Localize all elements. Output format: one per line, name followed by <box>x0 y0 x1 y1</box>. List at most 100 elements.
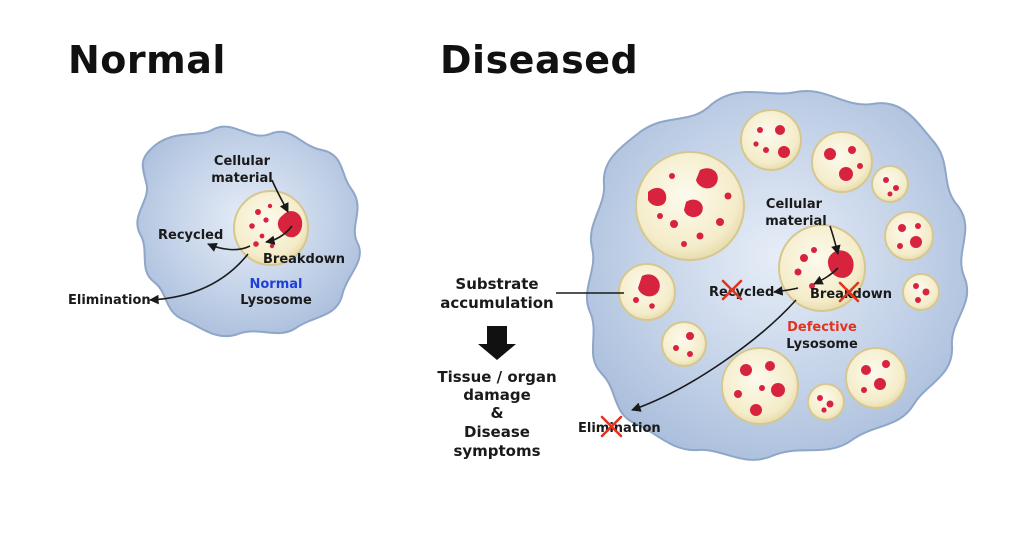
diseased-substrate-dot <box>649 303 655 309</box>
diseased-substrate-dot <box>910 236 922 248</box>
diseased-substrate-dot <box>887 191 893 197</box>
normal-breakdown-label: Breakdown <box>263 252 345 267</box>
diseased-substrate-dot <box>839 167 853 181</box>
diseased-substrate-dot <box>848 146 856 154</box>
diseased-lysosome <box>871 165 909 203</box>
diseased-substrate-dot <box>922 288 930 296</box>
diseased-substrate-dot <box>673 345 679 351</box>
defective-lysosome-label: Lysosome <box>786 337 858 352</box>
normal-elimination-arrow <box>149 253 249 305</box>
outcome-label-3: & <box>490 404 503 422</box>
diseased-substrate-dot <box>861 365 871 375</box>
outcome-label-4: Disease <box>464 423 530 441</box>
diseased-lysosome <box>884 211 934 261</box>
diseased-substrate-dot <box>771 383 785 397</box>
normal-elimination-label: Elimination <box>68 293 151 308</box>
normal-cellular-material-blob <box>277 211 303 238</box>
diseased-substrate-dot <box>882 360 890 368</box>
diseased-recycled-arrow <box>773 286 799 296</box>
diseased-substrate-dot <box>734 390 742 398</box>
diseased-substrate-dot <box>883 177 889 183</box>
diseased-elimination-label: Elimination <box>578 421 661 436</box>
recycled-blocked-cross-icon <box>721 279 743 301</box>
diseased-lysosome <box>811 131 873 193</box>
substrate-label-1: Substrate <box>455 275 538 293</box>
diseased-substrate-dot <box>753 141 759 147</box>
diseased-elimination-arrow <box>631 299 797 412</box>
diseased-substrate-dot <box>724 192 732 200</box>
pathway: Substrate accumulation Tissue / organ da… <box>437 275 556 460</box>
diseased-substrate-dot <box>817 395 823 401</box>
normal-substrate-dot <box>263 217 269 223</box>
normal-recycled-arrow <box>207 242 251 252</box>
diseased-substrate-dot <box>809 283 815 289</box>
normal-substrate-dot <box>267 203 273 209</box>
normal-title: Normal <box>68 38 226 82</box>
normal-substrate-dot <box>259 233 265 239</box>
diseased-substrate-dot <box>657 213 663 219</box>
diseased-breakdown-arrow <box>813 267 839 285</box>
diseased-substrate-dot <box>633 297 639 303</box>
diseased-cellular-material-label-1: Cellular <box>766 197 823 212</box>
diseased-substrate-dot <box>821 407 827 413</box>
outcome-label-1: Tissue / organ <box>437 368 556 386</box>
diseased-substrate-dot <box>696 232 704 240</box>
diseased-substrate-blob <box>684 199 703 218</box>
normal-cellular-material-label-2: material <box>211 171 272 186</box>
normal-breakdown-arrow <box>265 225 293 246</box>
normal-substrate-dot <box>269 243 275 249</box>
diseased-substrate-dot <box>670 220 678 228</box>
diseased-substrate-dot <box>775 125 785 135</box>
diseased-substrate-dot <box>800 254 808 262</box>
diseased-recycled-label: Recycled <box>709 285 774 300</box>
diseased-substrate-dot <box>686 332 694 340</box>
diseased-lysosome <box>661 321 707 367</box>
diseased-lysosome <box>740 109 802 171</box>
normal-cellular-material-label-1: Cellular <box>214 154 271 169</box>
normal-lysosome-status: Normal <box>250 277 303 292</box>
normal-cell: Cellular material Recycled Breakdown Eli… <box>68 125 361 338</box>
diseased-substrate-dot <box>778 146 790 158</box>
diseased-substrate-dot <box>893 185 899 191</box>
diseased-substrate-dot <box>913 283 919 289</box>
diseased-substrate-dot <box>874 378 886 390</box>
normal-substrate-dot <box>249 223 255 229</box>
diseased-substrate-dot <box>915 223 921 229</box>
diseased-substrate-dot <box>897 243 903 249</box>
substrate-label-2: accumulation <box>440 294 553 312</box>
diseased-title: Diseased <box>440 38 639 82</box>
diseased-substrate-dot <box>765 361 775 371</box>
diseased-lysosome <box>845 347 907 409</box>
diseased-substrate-blob <box>638 274 660 297</box>
breakdown-blocked-cross-icon <box>838 281 860 303</box>
normal-recycled-label: Recycled <box>158 228 223 243</box>
diseased-substrate-dot <box>716 218 724 226</box>
normal-substrate-dot <box>253 241 259 247</box>
diseased-cellular-material-label-2: material <box>765 214 826 229</box>
elimination-blocked-cross-icon <box>600 415 623 438</box>
diseased-substrate-dot <box>861 387 867 393</box>
diseased-substrate-blob <box>696 168 718 189</box>
diseased-substrate-dot <box>687 351 693 357</box>
outcome-label-2: damage <box>463 386 531 404</box>
normal-lysosome <box>233 190 309 266</box>
diseased-substrate-blob <box>648 187 667 206</box>
diseased-substrate-dot <box>669 173 675 179</box>
normal-substrate-dot <box>255 209 261 215</box>
defective-lysosome <box>778 224 866 312</box>
diseased-cell: Cellular material Recycled Breakdown Eli… <box>556 89 969 461</box>
diseased-substrate-dot <box>740 364 752 376</box>
diseased-substrate-dot <box>681 241 687 247</box>
diseased-substrate-dot <box>857 163 863 169</box>
diseased-substrate-dot <box>759 385 765 391</box>
normal-cellular-material-arrow <box>271 179 289 213</box>
diseased-substrate-dot <box>898 224 906 232</box>
diseased-lysosome <box>807 383 845 421</box>
normal-lysosome-label: Lysosome <box>240 293 312 308</box>
diseased-substrate-dot <box>826 400 834 408</box>
defective-lysosome-status: Defective <box>787 320 857 335</box>
outcome-label-5: symptoms <box>453 442 540 460</box>
diseased-substrate-dot <box>794 268 802 276</box>
diseased-substrate-dot <box>824 148 836 160</box>
diseased-lysosome <box>902 273 940 311</box>
